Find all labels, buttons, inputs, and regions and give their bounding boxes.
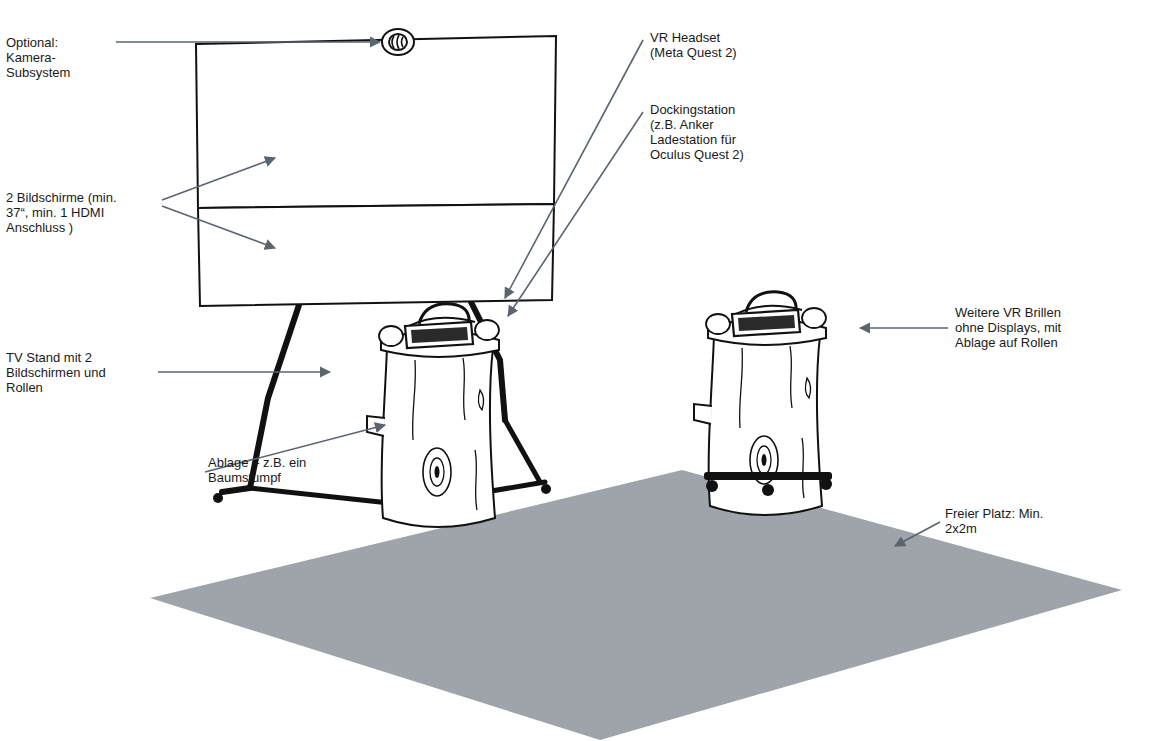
callout-label: Weitere VR Brillen ohne Displays, mit Ab… xyxy=(955,305,1067,350)
free-floor-area xyxy=(150,470,1122,740)
callout-label: Freier Platz: Min. 2x2m xyxy=(945,506,1070,536)
callout-label: Ablage – z.B. ein Baumstumpf xyxy=(208,455,328,485)
stump-with-headset xyxy=(367,304,499,527)
callout-label: Dockingstation (z.B. Anker Ladestation f… xyxy=(650,102,756,162)
stump-wheels xyxy=(704,472,832,496)
mobile-stump-with-headset xyxy=(694,292,826,515)
screens xyxy=(196,36,556,306)
camera-subsystem xyxy=(382,29,414,55)
leader-lines xyxy=(116,40,948,546)
callout-label: TV Stand mit 2 Bildschirmen und Rollen xyxy=(6,350,118,395)
callout-label: Optional: Kamera-Subsystem xyxy=(6,35,80,80)
callout-label: 2 Bildschirme (min. 37“, min. 1 HDMI Ans… xyxy=(6,190,120,235)
callout-label: VR Headset (Meta Quest 2) xyxy=(650,30,750,60)
